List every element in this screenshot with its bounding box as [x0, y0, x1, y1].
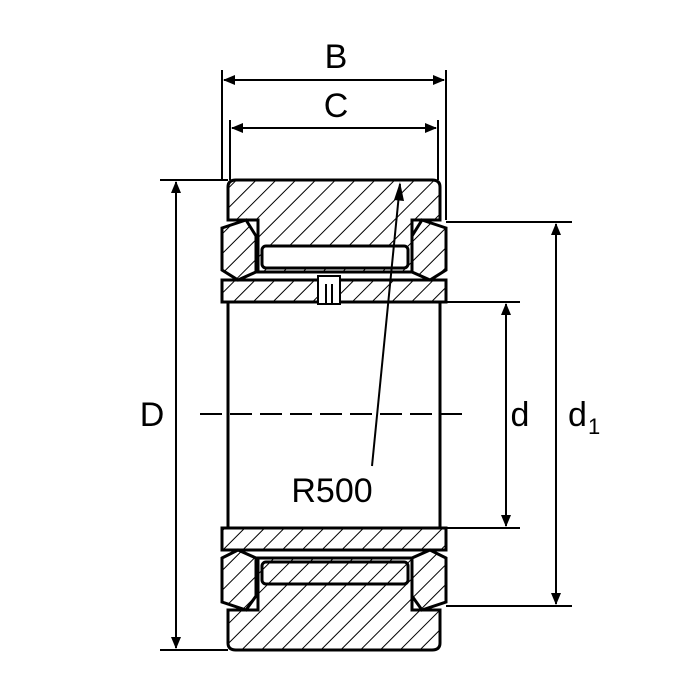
seal-bottom-left — [220, 548, 258, 612]
label-bore-diameter: d — [511, 396, 530, 434]
dimension-d1 — [446, 221, 572, 607]
inner-ring-bottom — [220, 526, 448, 552]
radius-leader — [371, 182, 404, 467]
seal-top-left — [220, 218, 258, 282]
outer-ring-bottom — [226, 556, 442, 652]
label-d1: d — [568, 396, 587, 434]
dimension-outer-diameter — [160, 179, 228, 651]
seal-bottom-right — [410, 548, 448, 612]
dimension-b — [221, 70, 447, 220]
dimension-bore-diameter — [446, 301, 520, 529]
label-b: B — [325, 38, 348, 76]
label-outer-diameter: D — [140, 396, 165, 434]
roller-top — [260, 244, 410, 270]
label-c: C — [324, 87, 349, 125]
label-radius: R500 — [291, 472, 372, 510]
label-d1-subscript: 1 — [588, 414, 600, 439]
dimension-c — [229, 120, 439, 180]
seal-top-right — [410, 218, 448, 282]
inner-ring-top — [220, 275, 448, 305]
